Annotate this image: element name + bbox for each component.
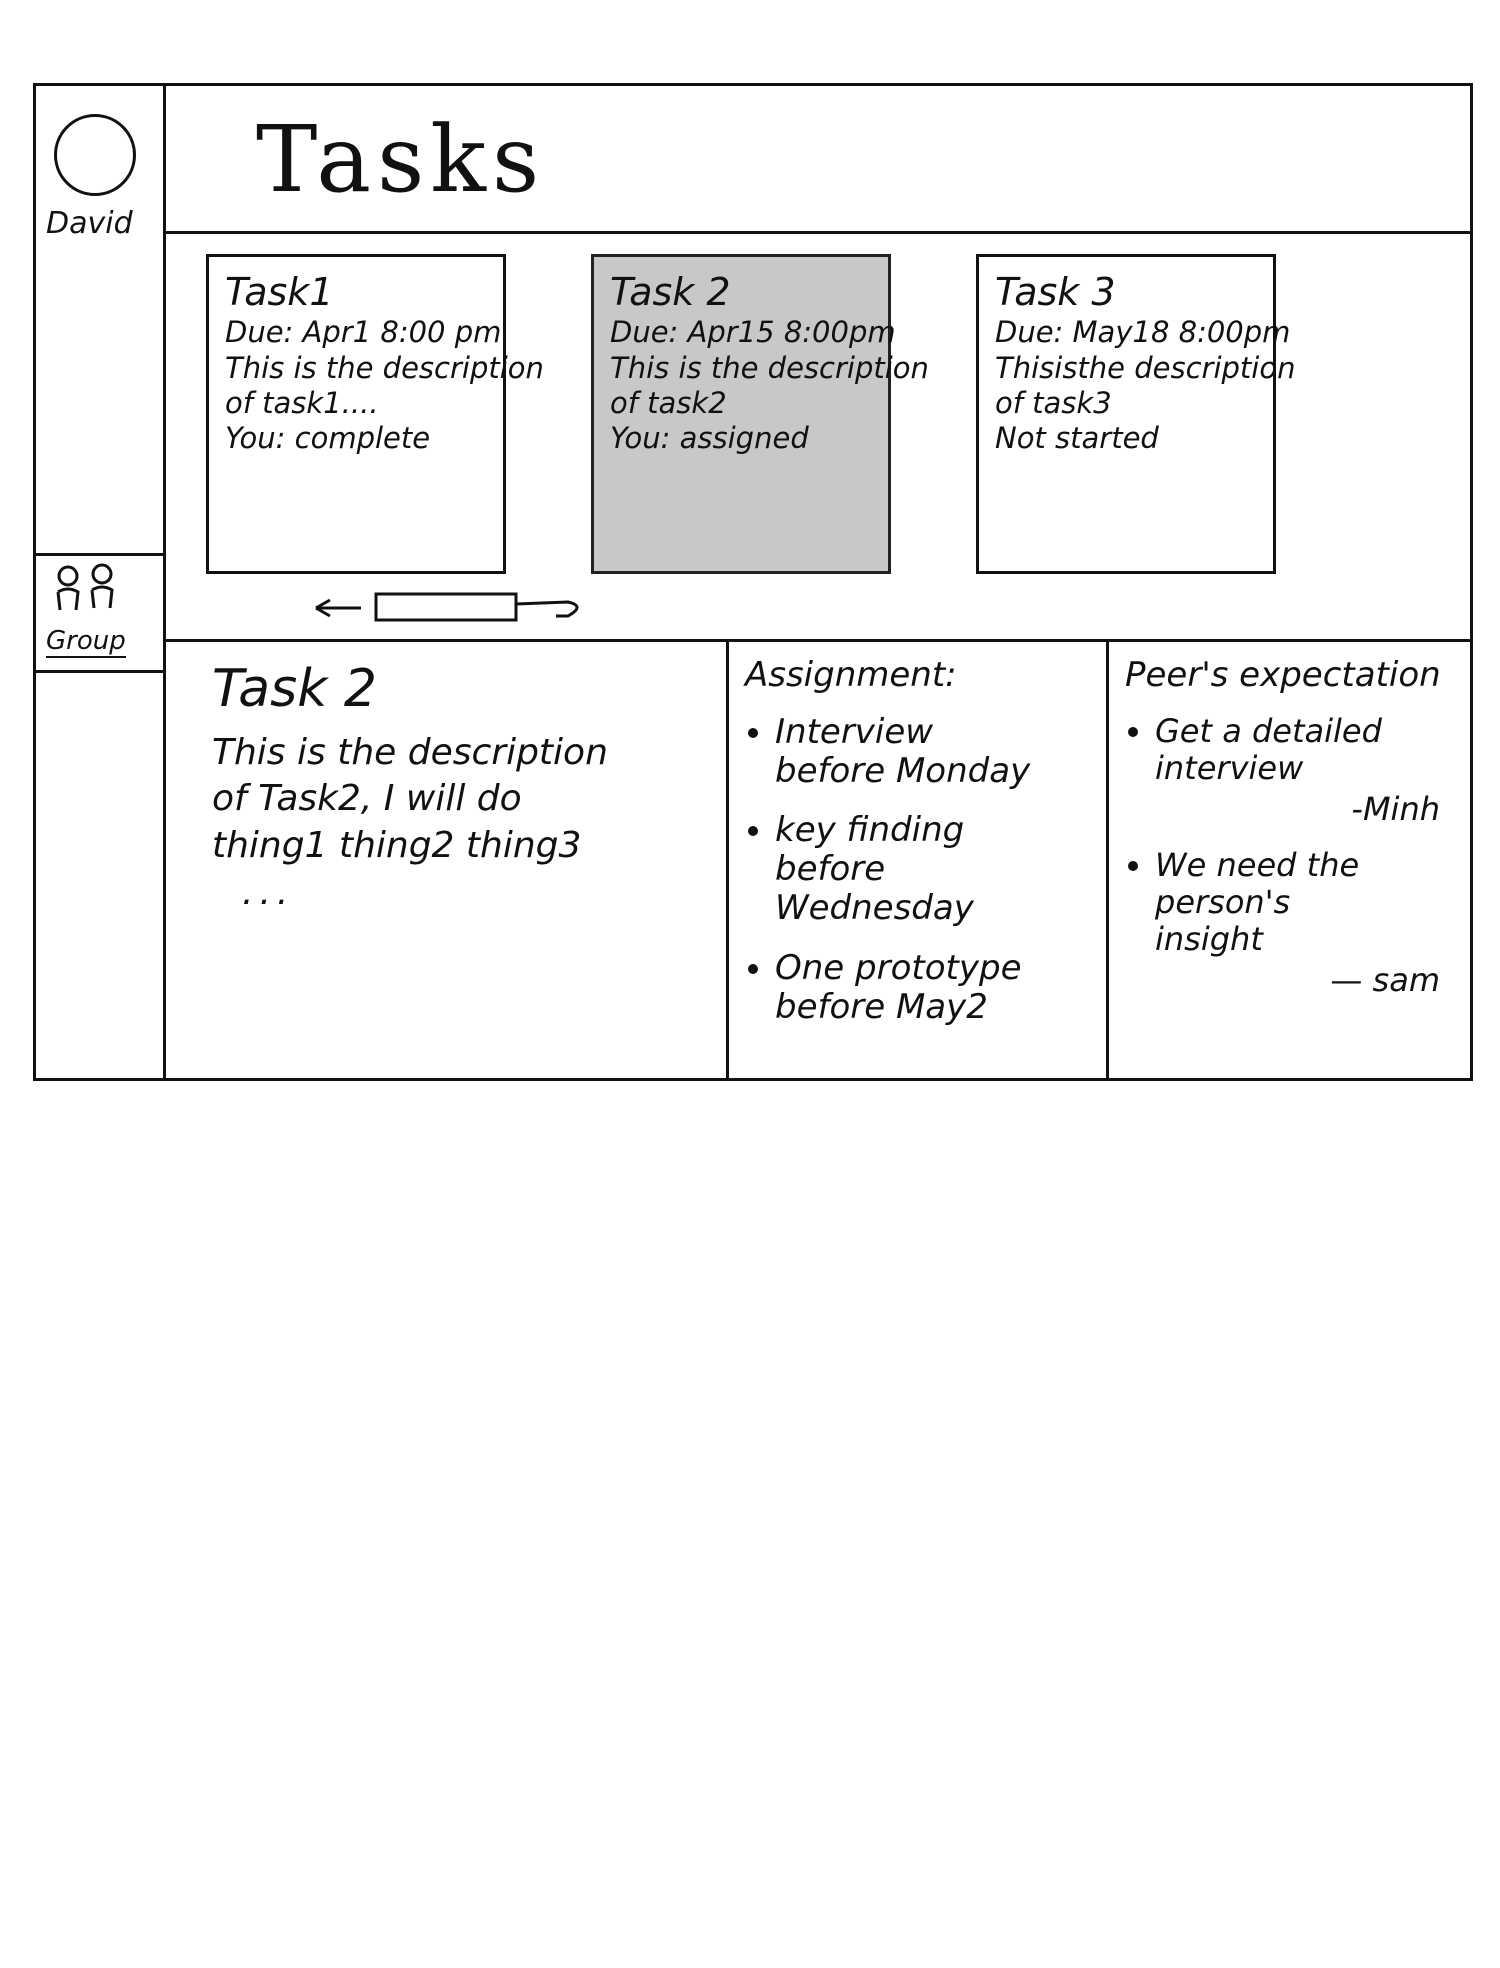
task-card-1[interactable]: Task1 Due: Apr1 8:00 pm This is the desc…: [206, 254, 544, 574]
peer-expectation-panel: Peer's expectation Get a detailed interv…: [1106, 642, 1476, 1078]
task-detail: Task 2 This is the description of Task2,…: [166, 642, 1470, 1078]
task-card-desc: Thisisthe description: [995, 350, 1296, 385]
assignment-item: One prototype before May2: [775, 947, 1090, 1027]
group-label: Group: [46, 626, 126, 658]
task-card-due: Due: May18 8:00pm: [995, 315, 1291, 350]
task-card-desc: This is the description: [610, 350, 929, 385]
profile-name: David: [46, 206, 133, 241]
task-card-desc: of task3: [995, 386, 1112, 421]
detail-ellipsis: ...: [242, 871, 295, 913]
task-carousel: Task1 Due: Apr1 8:00 pm This is the desc…: [166, 234, 1470, 642]
task-card-desc: of task2: [610, 386, 727, 421]
task-card-status: Not started: [995, 421, 1159, 456]
group-people-icon: [56, 563, 114, 611]
task-card-title: Task 3: [995, 270, 1116, 314]
peer-item: Get a detailed interview -Minh: [1155, 713, 1460, 827]
task-description-panel: Task 2 This is the description of Task2,…: [196, 642, 716, 1078]
peer-item-text: insight: [1155, 920, 1263, 959]
peer-list: Get a detailed interview -Minh We need t…: [1125, 713, 1460, 999]
assignment-item: Interview before Monday: [775, 712, 1090, 792]
header: Tasks: [166, 86, 1470, 234]
task-card-title: Task1: [225, 270, 334, 314]
assignment-item: key finding before Wednesday: [775, 811, 1090, 928]
assignment-panel: Assignment: Interview before Monday key …: [726, 642, 1106, 1078]
task-card-desc: This is the description: [225, 350, 544, 385]
assignment-heading: Assignment:: [745, 655, 957, 695]
peer-heading: Peer's expectation: [1125, 655, 1441, 695]
detail-desc: thing1 thing2 thing3: [212, 825, 582, 867]
task-card-3[interactable]: Task 3 Due: May18 8:00pm Thisisthe descr…: [976, 254, 1296, 574]
avatar: [54, 114, 136, 196]
horizontal-scrollbar[interactable]: [306, 586, 596, 626]
profile-nav-item[interactable]: David: [36, 86, 163, 556]
page-title: Tasks: [256, 106, 546, 213]
app-frame: David Group Tasks Task1 Due: Apr1 8:00 p…: [33, 83, 1473, 1081]
group-nav-item[interactable]: Group: [36, 556, 163, 673]
assignment-item-deadline: before Wednesday: [775, 849, 974, 929]
task-card-due: Due: Apr15 8:00pm: [610, 315, 896, 350]
sidebar: David Group: [36, 86, 166, 1078]
detail-desc: This is the description: [212, 731, 608, 773]
detail-desc: of Task2, I will do: [212, 778, 522, 820]
assignment-item-text: Interview: [775, 712, 934, 753]
peer-item-text: Get a detailed: [1155, 712, 1382, 751]
assignment-item-text: One prototype: [775, 947, 1022, 988]
assignment-list: Interview before Monday key finding befo…: [745, 712, 1090, 1027]
main-content: Tasks Task1 Due: Apr1 8:00 pm This is th…: [166, 86, 1470, 1078]
assignment-item-text: key finding: [775, 810, 965, 851]
task-card-status: You: complete: [225, 421, 431, 456]
peer-item-author: -Minh: [1351, 789, 1440, 828]
peer-item-text: We need the person's: [1155, 846, 1360, 922]
detail-title: Task 2: [212, 659, 377, 719]
peer-item-author: — sam: [1330, 960, 1440, 999]
task-card-2[interactable]: Task 2 Due: Apr15 8:00pm This is the des…: [591, 254, 929, 574]
task-card-due: Due: Apr1 8:00 pm: [225, 315, 502, 350]
task-card-desc: of task1....: [225, 386, 379, 421]
assignment-item-deadline: before May2: [775, 986, 988, 1027]
peer-item: We need the person's insight — sam: [1155, 847, 1460, 998]
task-card-status: You: assigned: [610, 421, 809, 456]
task-card-title: Task 2: [610, 270, 731, 314]
assignment-item-deadline: before Monday: [775, 751, 1031, 792]
peer-item-text: interview: [1155, 748, 1304, 787]
